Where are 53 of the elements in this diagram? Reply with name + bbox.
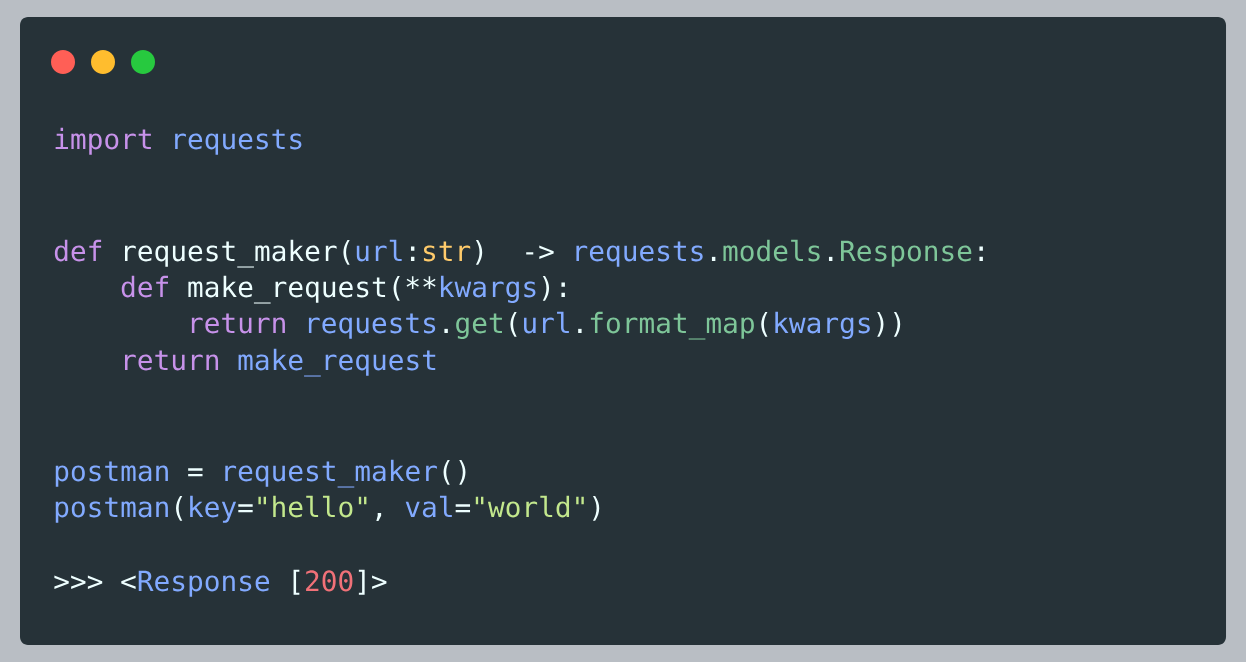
code-token: requests — [308, 313, 436, 339]
code-token: kwargs — [440, 275, 536, 303]
code-token: url — [524, 311, 569, 334]
code-token: "world" — [475, 495, 584, 518]
code-token: return — [125, 350, 219, 371]
code-token: >>> — [54, 575, 103, 590]
code-token: val — [405, 495, 452, 518]
code-token: = — [455, 504, 471, 513]
code-token: ( — [176, 495, 183, 521]
code-token: make_request( — [188, 275, 400, 304]
code-token: < — [121, 575, 136, 590]
code-token: ( — [761, 311, 768, 337]
code-token: url — [356, 239, 402, 262]
code-token: . — [444, 328, 448, 333]
code-token: def — [121, 275, 168, 298]
code-token: -> — [526, 245, 554, 260]
code-token: [ — [293, 569, 300, 595]
code-token: get — [456, 313, 502, 339]
code-token: def — [54, 239, 102, 262]
code-token: requests — [175, 129, 302, 155]
code-token: Response — [841, 240, 972, 267]
code-token: models — [723, 239, 820, 262]
code-token: . — [828, 256, 833, 261]
code-token: return — [191, 313, 285, 334]
code-token: postman — [55, 497, 168, 523]
code-token: request_maker — [225, 459, 437, 488]
code-token: , — [376, 512, 382, 521]
code-token: "hello" — [258, 495, 367, 518]
code-token: . — [578, 328, 582, 333]
code-token: ): — [542, 275, 565, 301]
code-token: ** — [406, 276, 436, 290]
code-token: key — [190, 495, 237, 523]
code-token: kwargs — [775, 311, 870, 339]
code-token: ) — [592, 495, 600, 521]
code-token: () — [443, 459, 466, 485]
code-token: format_map — [590, 311, 754, 340]
code-token: Response — [138, 570, 270, 597]
code-token: ( — [510, 311, 517, 337]
code-token: str — [423, 241, 471, 262]
code-token: postman — [55, 461, 168, 487]
code-token: ]> — [358, 569, 387, 595]
code-token: . — [711, 256, 716, 261]
code-token: = — [238, 504, 253, 513]
code-token: requests — [576, 241, 703, 267]
code-token: : — [410, 246, 415, 261]
code-token: request_maker( — [125, 239, 350, 268]
code-token: import — [55, 127, 151, 155]
code-token: = — [188, 468, 203, 477]
code-token: ) — [475, 239, 483, 265]
code-token: : — [979, 246, 983, 261]
code-token: )) — [877, 311, 901, 337]
code-token: 200 — [306, 570, 353, 592]
code-token: make_request — [238, 348, 436, 377]
